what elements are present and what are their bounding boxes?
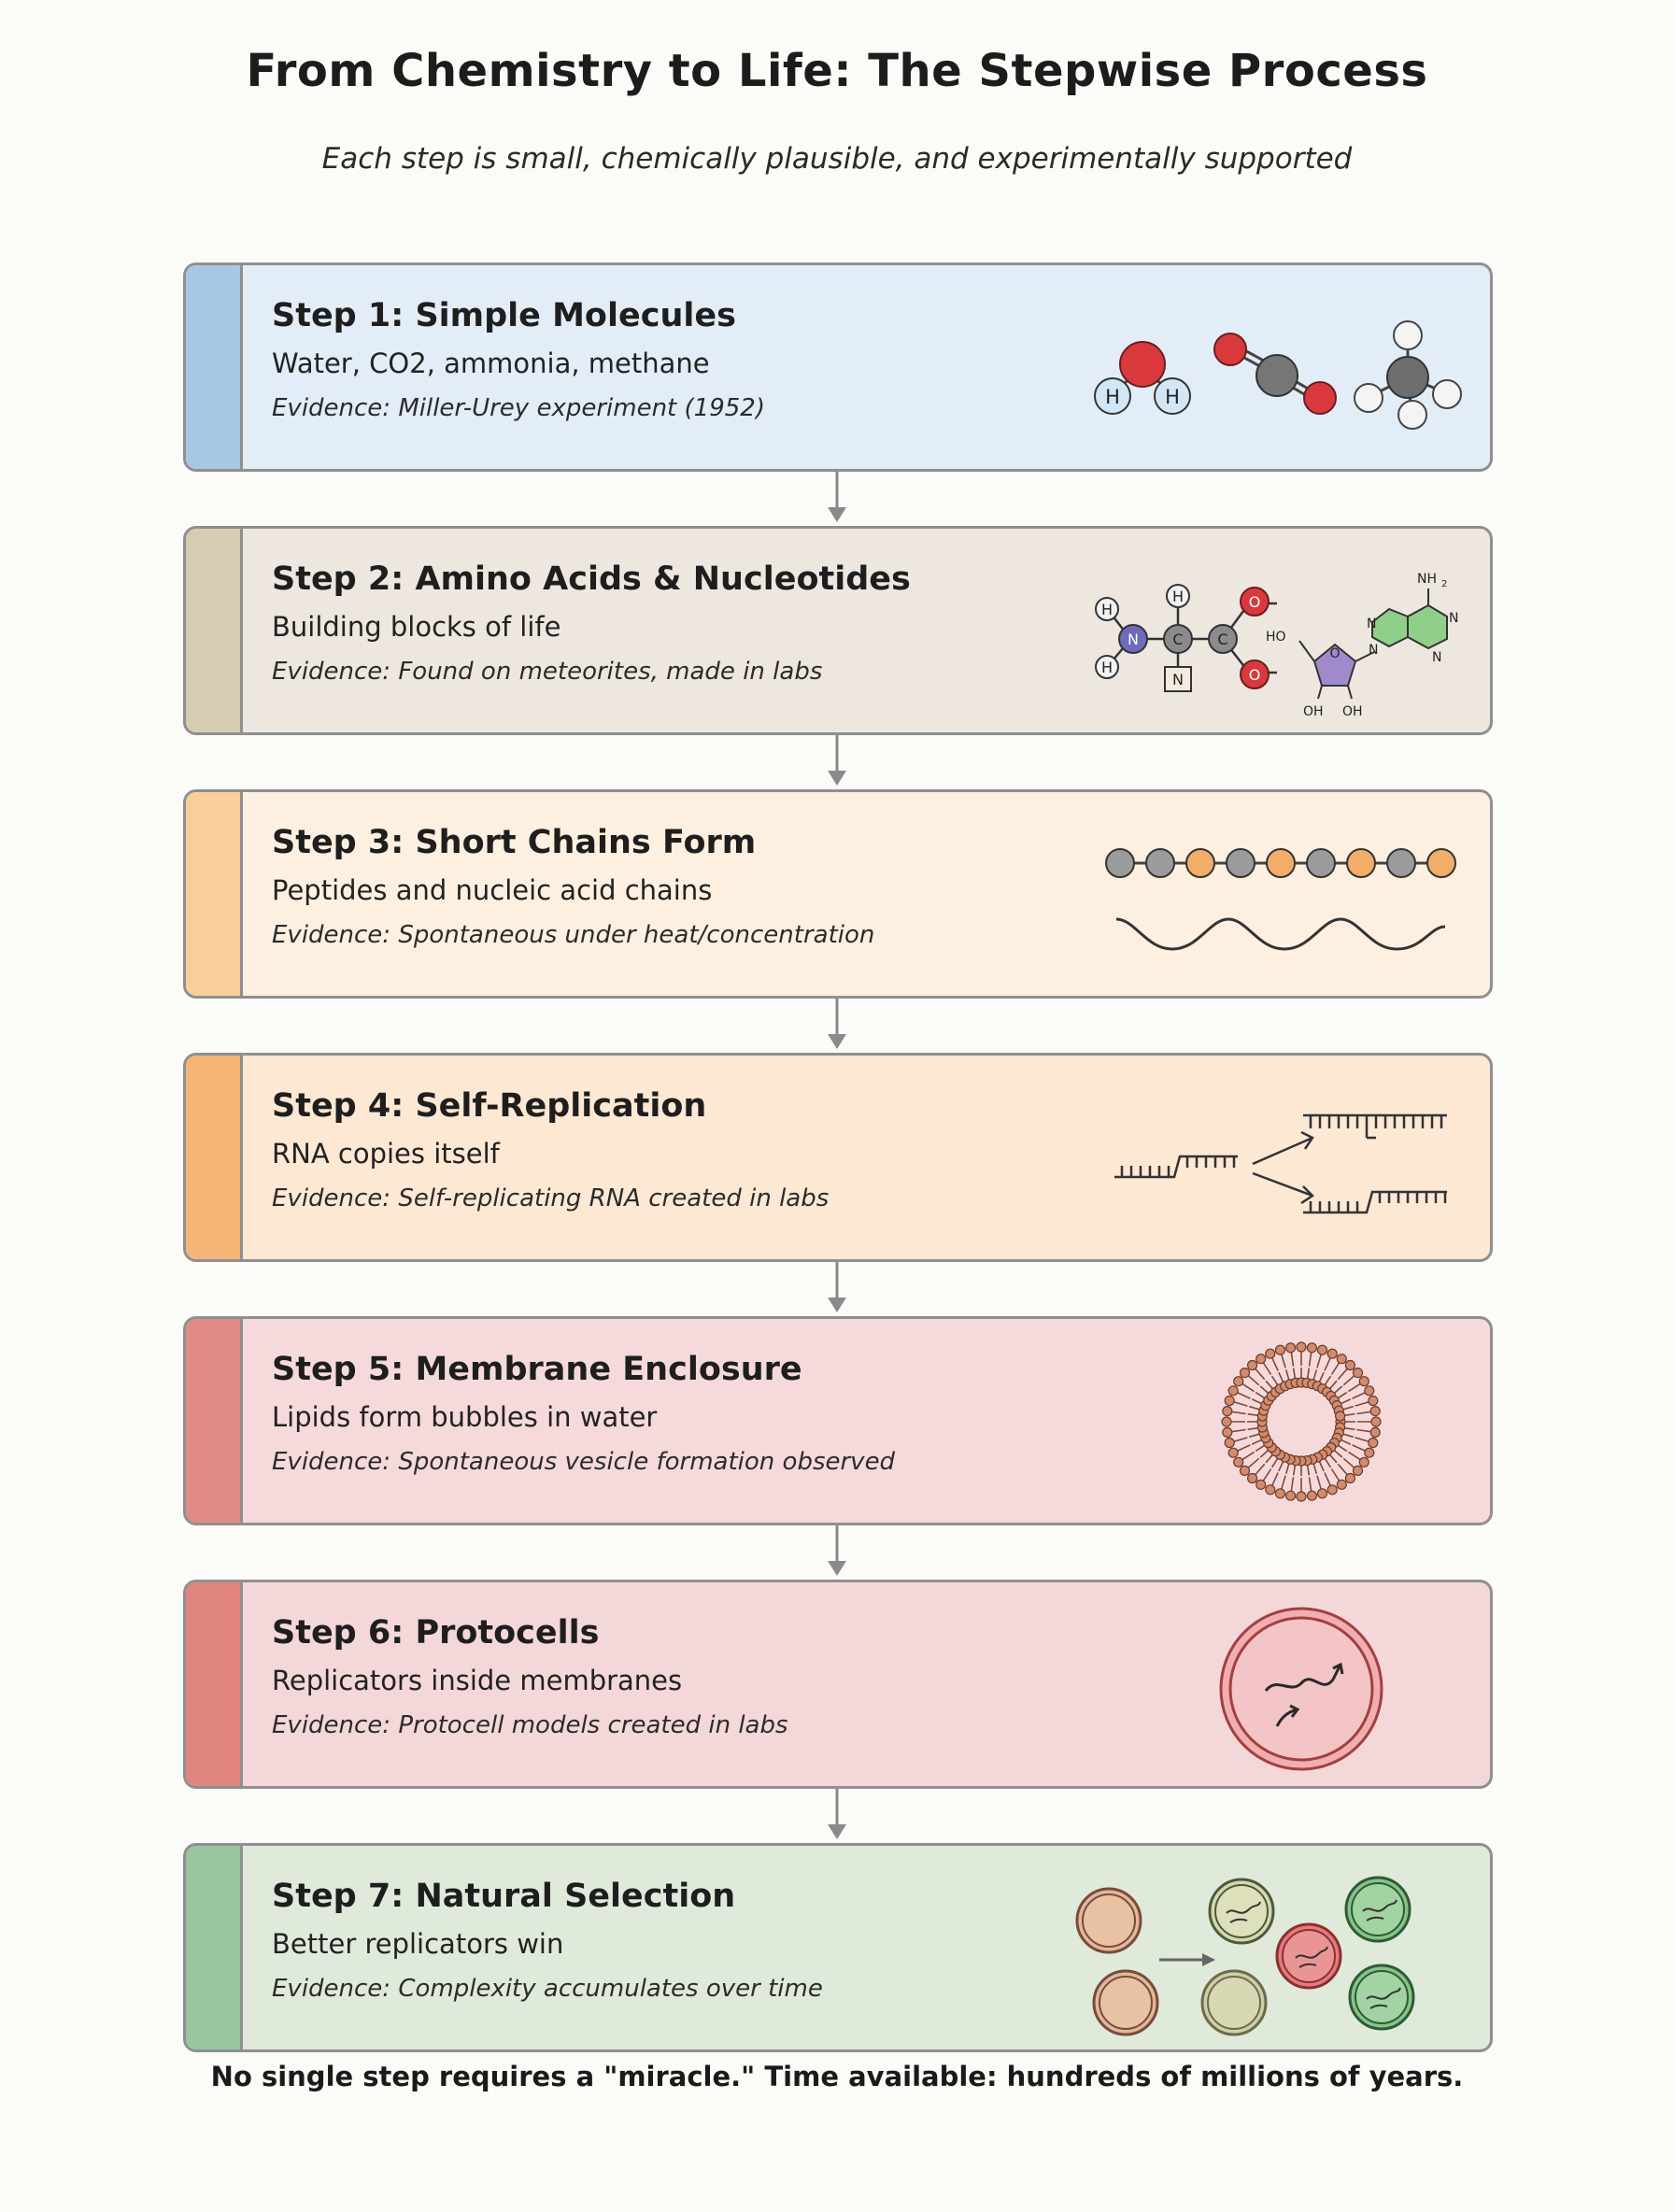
step-evidence: Evidence: Miller-Urey experiment (1952) [272,394,765,422]
step-description: Water, CO2, ammonia, methane [272,347,710,379]
step-accent-bar [186,1582,243,1786]
step-title: Step 4: Self-Replication [272,1087,707,1125]
hydroxyl-label: HO [1266,630,1286,645]
step-evidence: Evidence: Spontaneous vesicle formation … [272,1448,896,1476]
step-accent-bar [186,265,243,469]
step-evidence: Evidence: Self-replicating RNA created i… [272,1184,830,1212]
step-description: RNA copies itself [272,1138,500,1170]
nitrogen-label: N [1432,650,1441,665]
flow-arrow-icon [828,735,846,786]
hydrogen-label: H [1101,659,1113,676]
step-card-1: Step 1: Simple Molecules Water, CO2, amm… [183,262,1493,472]
flow-arrow-icon [828,1525,846,1576]
step-title: Step 1: Simple Molecules [272,297,736,334]
step-accent-bar [186,1056,243,1259]
step-card-5: Step 5: Membrane Enclosure Lipids form b… [183,1316,1493,1525]
nitrogen-label: N [1172,671,1184,688]
step-title: Step 6: Protocells [272,1614,600,1652]
selection-icon [1075,1876,1415,2036]
step-title: Step 5: Membrane Enclosure [272,1351,802,1388]
oxygen-label: O [1249,666,1261,684]
protocell-icon [1219,1607,1383,1771]
chain-icon [1105,848,1456,951]
step-accent-bar [186,792,243,996]
amine-label: NH [1417,572,1437,587]
oxygen-label: O [1329,646,1340,661]
nitrogen-label: N [1449,611,1458,626]
flow-arrow-icon [828,999,846,1049]
simple-molecules-icon: H H [1094,320,1462,430]
amine-subscript: 2 [1441,579,1447,589]
step-accent-bar [186,529,243,732]
flow-arrow-icon [828,1262,846,1312]
nitrogen-label: N [1128,631,1139,648]
hydroxyl-label: OH [1342,704,1363,719]
step-evidence: Evidence: Spontaneous under heat/concent… [272,921,875,949]
hydrogen-label: H [1172,588,1184,605]
step-description: Replicators inside membranes [272,1665,683,1696]
amino-acid-nucleotide-icon: H H H N C C O O N HO O OH OH N N N N NH [1095,572,1458,719]
page-subtitle: Each step is small, chemically plausible… [321,142,1353,176]
hydrogen-label: H [1101,601,1113,618]
flow-arrow-icon [828,472,846,522]
nitrogen-label: N [1367,617,1376,631]
step-description: Lipids form bubbles in water [272,1401,658,1433]
step-description: Better replicators win [272,1928,564,1960]
step-title: Step 3: Short Chains Form [272,824,757,861]
page-title: From Chemistry to Life: The Stepwise Pro… [246,45,1428,97]
hydrogen-label: H [1165,386,1180,408]
step-title: Step 7: Natural Selection [272,1878,736,1915]
hydrogen-label: H [1105,386,1120,408]
step-evidence: Evidence: Protocell models created in la… [272,1711,788,1739]
step-card-4: Step 4: Self-Replication RNA copies itse… [183,1053,1493,1262]
hydroxyl-label: OH [1303,704,1324,719]
flow-arrow-icon [828,1789,846,1839]
step-description: Peptides and nucleic acid chains [272,874,713,906]
step-accent-bar [186,1319,243,1523]
nitrogen-label: N [1369,643,1378,658]
vesicle-icon [1221,1341,1382,1502]
footer-note: No single step requires a "miracle." Tim… [210,2061,1464,2092]
step-description: Building blocks of life [272,611,561,643]
step-card-3: Step 3: Short Chains Form Peptides and n… [183,789,1493,999]
step-card-2: Step 2: Amino Acids & Nucleotides Buildi… [183,526,1493,735]
step-evidence: Evidence: Complexity accumulates over ti… [272,1975,823,2003]
rna-replication-icon [1114,1113,1447,1214]
step-card-6: Step 6: Protocells Replicators inside me… [183,1580,1493,1789]
step-title: Step 2: Amino Acids & Nucleotides [272,560,911,598]
step-card-7: Step 7: Natural Selection Better replica… [183,1843,1493,2052]
carbon-label: C [1217,631,1227,648]
oxygen-label: O [1249,593,1261,611]
step-accent-bar [186,1846,243,2049]
carbon-label: C [1172,631,1183,648]
step-evidence: Evidence: Found on meteorites, made in l… [272,658,823,686]
